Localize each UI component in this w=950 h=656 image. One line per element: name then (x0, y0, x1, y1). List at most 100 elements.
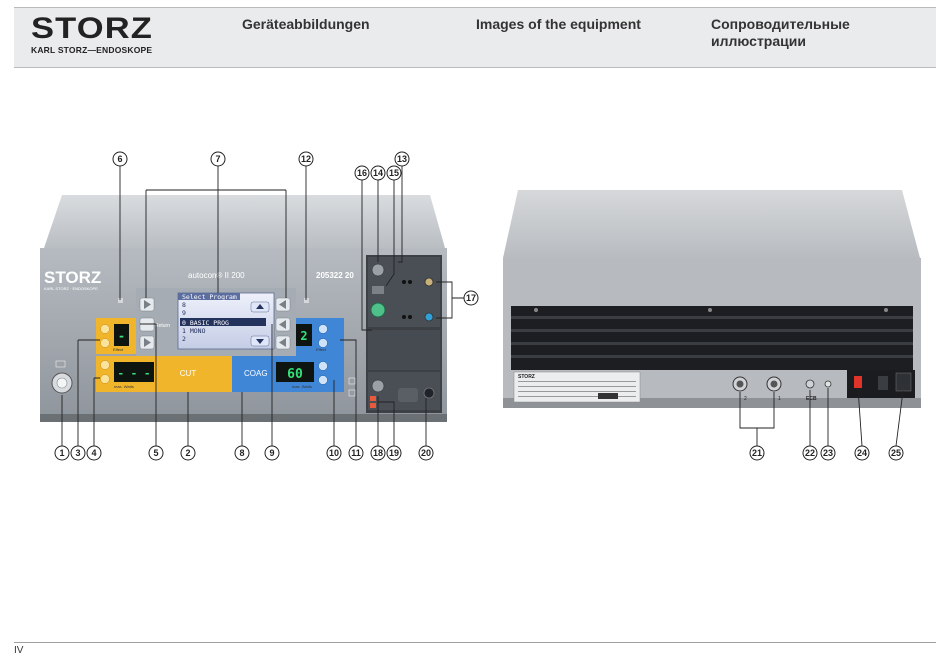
callout-11-label: 11 (351, 448, 361, 458)
callout-5-label: 5 (153, 448, 158, 458)
callout-1-label: 1 (59, 448, 64, 458)
barcode (598, 393, 618, 399)
cut-label: CUT (180, 369, 197, 378)
triangle-right-icon (144, 300, 151, 309)
callout-10-label: 10 (329, 448, 339, 458)
callout-3-label: 3 (75, 448, 80, 458)
leader-13 (398, 166, 403, 263)
socket-small-3[interactable] (402, 315, 406, 319)
footer-rule (14, 642, 936, 643)
title-english: Images of the equipment (476, 16, 641, 32)
front-model: autocon® II 200 (188, 271, 245, 280)
socket-small-4[interactable] (408, 315, 412, 319)
callout-5 (148, 445, 164, 461)
callout-18 (370, 445, 386, 461)
callout-7-label: 7 (215, 154, 220, 164)
callout-22-label: 22 (805, 448, 815, 458)
callout-14-label: 14 (373, 168, 383, 178)
coag-power-display (276, 362, 314, 382)
module-button-green[interactable] (370, 302, 386, 318)
cut-effect-minus-button[interactable] (100, 338, 110, 348)
heat-sink-fin (511, 329, 913, 332)
callout-24-label: 24 (857, 448, 867, 458)
module-led-bar (372, 286, 384, 294)
coag-effect-plus-button[interactable] (318, 324, 328, 334)
chevron-up-icon (256, 304, 264, 309)
display-selected-row[interactable] (180, 318, 266, 326)
coag-effect-minus-button[interactable] (318, 338, 328, 348)
return-key[interactable] (139, 317, 155, 332)
callout-2-label: 2 (185, 448, 190, 458)
callout-19-label: 19 (389, 448, 399, 458)
callout-6-label: 6 (117, 154, 122, 164)
mains-socket[interactable] (895, 372, 912, 392)
storz-logo: STORZ KARL STORZ—ENDOSKOPE (31, 14, 171, 56)
callout-15-label: 15 (389, 168, 399, 178)
bipolar-socket-top[interactable] (424, 277, 434, 287)
callout-20-label: 20 (421, 448, 431, 458)
chevron-down-icon (256, 339, 264, 344)
callout-12-label: 12 (301, 154, 311, 164)
cut-power-minus-button[interactable] (100, 374, 110, 384)
equipotential-terminal[interactable] (824, 380, 832, 388)
heat-sink-fin (511, 316, 913, 319)
mains-switch[interactable] (854, 376, 862, 388)
coag-power-minus-button[interactable] (318, 375, 328, 385)
callout-16-label: 16 (357, 168, 367, 178)
coag-effect-value: 2 (300, 329, 307, 343)
callout-25-label: 25 (891, 448, 901, 458)
cut-effect-display (114, 324, 129, 346)
callout-10 (326, 445, 342, 461)
warning-led-red-2 (370, 403, 376, 408)
footswitch-port-2-label: 2 (744, 396, 747, 402)
screw-icon (884, 308, 888, 312)
rating-plate-line (518, 381, 636, 382)
title-german: Geräteabbildungen (242, 16, 370, 32)
heat-sink (511, 306, 913, 370)
fuse-holder[interactable] (878, 376, 888, 390)
callout-7 (210, 151, 226, 167)
bipolar-socket-bottom[interactable] (424, 312, 434, 322)
callout-8 (234, 445, 250, 461)
cut-effect-label: Effect (113, 347, 124, 352)
coag-label: COAG (244, 369, 268, 378)
leader-3 (77, 339, 100, 446)
rating-plate-line (518, 391, 636, 392)
leader-15 (385, 166, 395, 287)
cut-effect-plus-button[interactable] (100, 324, 110, 334)
cut-power-display (114, 362, 154, 382)
heat-sink-fin (511, 355, 913, 358)
socket-small-1[interactable] (402, 280, 406, 284)
callout-21-label: 21 (752, 448, 762, 458)
front-brand: STORZ (44, 268, 101, 287)
cut-power-plus-button[interactable] (100, 360, 110, 370)
ecb-port[interactable] (805, 379, 815, 389)
display-line-2: 9 (182, 309, 186, 317)
neutral-socket[interactable] (423, 387, 435, 399)
callout-17 (463, 290, 479, 306)
rating-plate-line (518, 396, 636, 397)
cut-power-value: - - - (117, 367, 150, 380)
socket-small-2[interactable] (408, 280, 412, 284)
rear-device-base (503, 398, 921, 408)
rear-device: STORZ 2 1 ECB (503, 190, 921, 408)
rating-plate-brand: STORZ (518, 374, 535, 380)
callout-22 (802, 445, 818, 461)
page-number: IV (14, 645, 24, 656)
coag-power-plus-button[interactable] (318, 361, 328, 371)
callout-11 (348, 445, 364, 461)
neutral-connector (398, 388, 418, 402)
callout-13 (394, 151, 410, 167)
cut-power-label: max. Watts (114, 384, 134, 389)
module-button-lower[interactable] (371, 379, 385, 393)
footswitch-port-1-pin (770, 380, 778, 388)
heart-icon (348, 389, 356, 397)
callout-4 (86, 445, 102, 461)
front-model-number: 205322 20 (316, 271, 354, 280)
power-switch-knob[interactable] (56, 377, 68, 389)
callout-23 (820, 445, 836, 461)
front-callouts: 1 2 3 4 5 6 7 8 9 10 11 12 13 14 15 16 1… (54, 151, 479, 461)
module-button-top[interactable] (371, 263, 385, 277)
cut-effect-value: - (118, 329, 125, 343)
